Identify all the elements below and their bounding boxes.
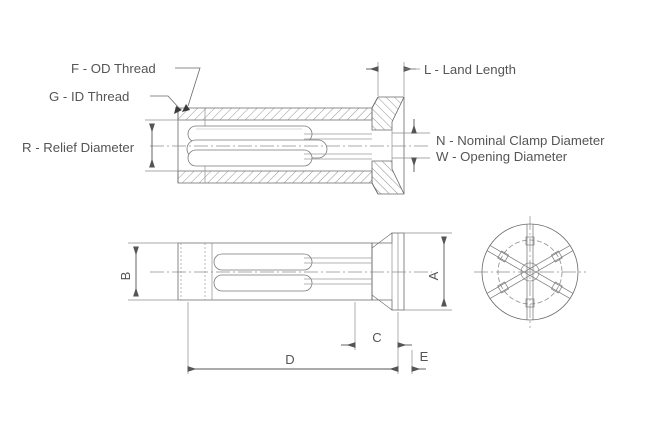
callout-label-F: F - OD Thread bbox=[71, 61, 156, 76]
dimension-label-B: B bbox=[118, 272, 133, 281]
side-view-geometry bbox=[150, 232, 432, 311]
dimension-E bbox=[187, 302, 399, 374]
dimension-label-E: D bbox=[285, 352, 294, 367]
dimension-A bbox=[404, 232, 452, 311]
callout-leaders-upper bbox=[150, 67, 201, 114]
callout-label-G: G - ID Thread bbox=[49, 89, 129, 104]
dimension-label-A: A bbox=[426, 271, 441, 280]
dimension-label-D: E bbox=[420, 349, 429, 364]
callout-label-R: R - Relief Diameter bbox=[22, 140, 135, 155]
dimension-R bbox=[145, 119, 180, 172]
dimension-B bbox=[128, 242, 180, 301]
callout-label-W: W - Opening Diameter bbox=[436, 149, 568, 164]
dimension-label-C: C bbox=[372, 330, 381, 345]
dimension-N-W bbox=[392, 119, 430, 172]
callout-label-N: N - Nominal Clamp Diameter bbox=[436, 133, 605, 148]
callout-label-L: L - Land Length bbox=[424, 62, 516, 77]
dimension-L bbox=[366, 62, 420, 96]
section-view-geometry bbox=[150, 96, 430, 195]
end-view-geometry bbox=[474, 216, 586, 328]
dimension-C bbox=[341, 302, 412, 350]
